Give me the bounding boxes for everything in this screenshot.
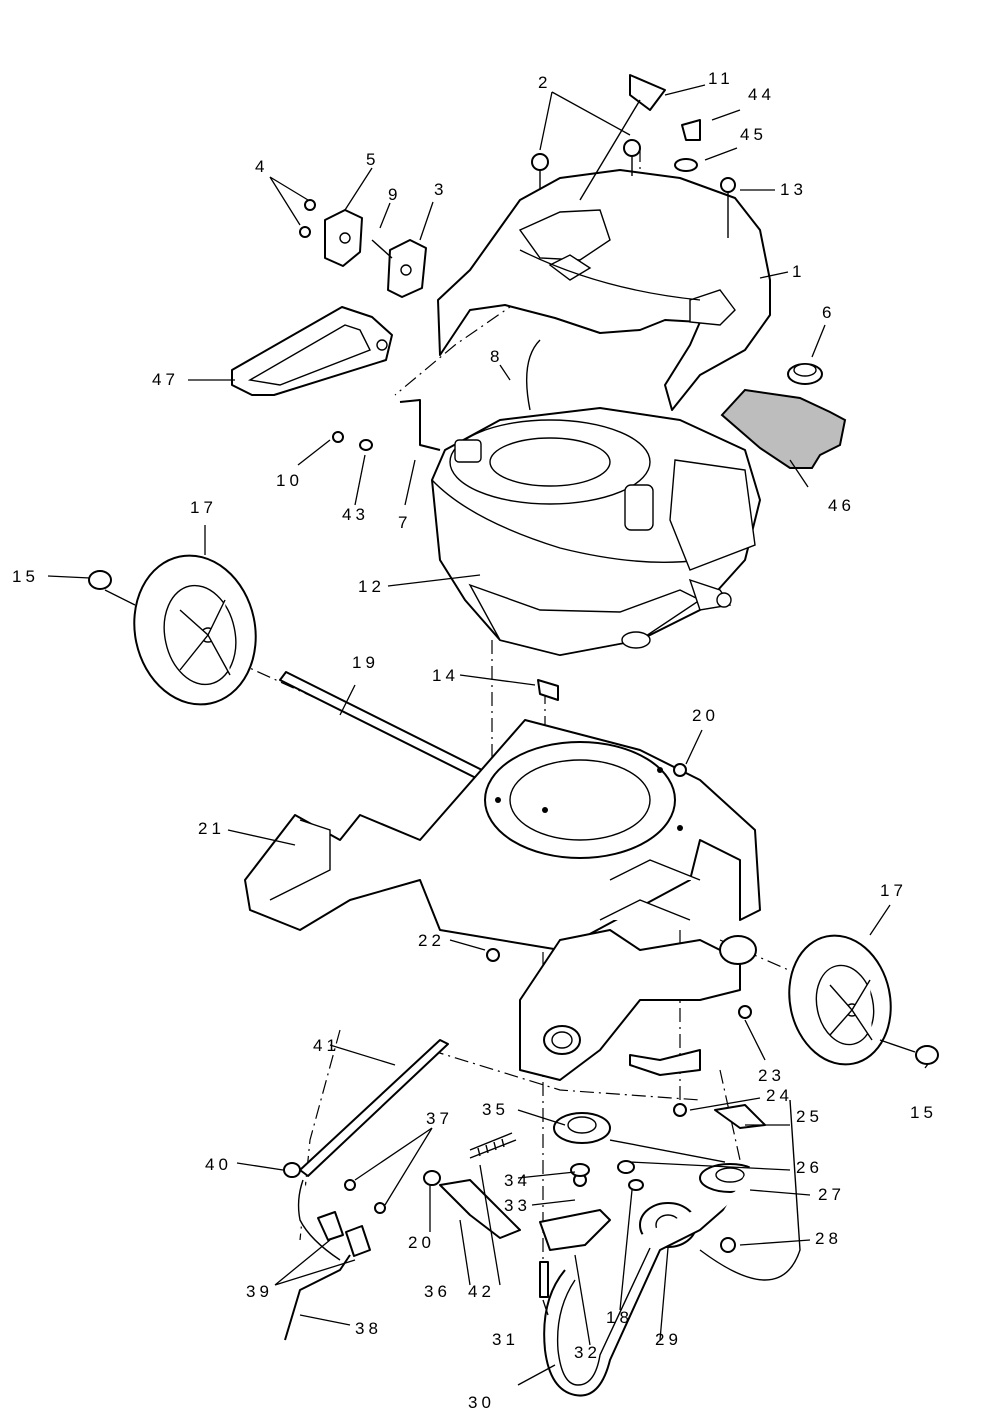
filler-cap	[787, 363, 823, 385]
callout-2: 2	[538, 73, 551, 92]
callout-41: 41	[313, 1036, 340, 1055]
callout-3: 3	[434, 180, 447, 199]
callout-6: 6	[822, 303, 835, 322]
callout-29: 29	[655, 1330, 682, 1349]
callout-47: 47	[152, 370, 179, 389]
callout-22: 22	[418, 931, 445, 950]
callout-32: 32	[574, 1343, 601, 1362]
fasteners-top	[299, 74, 736, 451]
callout-46: 46	[828, 496, 855, 515]
callout-35: 35	[482, 1100, 509, 1119]
drive-belt-assembly	[543, 1099, 801, 1397]
callout-7: 7	[398, 513, 411, 532]
callout-14: 14	[432, 666, 459, 685]
callout-31: 31	[492, 1330, 519, 1349]
callout-17b: 17	[880, 881, 907, 900]
callout-13: 13	[780, 180, 807, 199]
callout-38: 38	[355, 1319, 382, 1338]
callout-23: 23	[758, 1066, 785, 1085]
callout-43: 43	[342, 505, 369, 524]
callout-24: 24	[766, 1086, 793, 1105]
mounting-plate	[324, 209, 427, 298]
callout-39: 39	[246, 1282, 273, 1301]
callout-17a: 17	[190, 498, 217, 517]
callout-1: 1	[792, 262, 805, 281]
callout-37: 37	[426, 1109, 453, 1128]
lower-housing	[519, 899, 757, 1081]
fasteners-lower	[486, 679, 766, 1191]
callout-9: 9	[388, 185, 401, 204]
engine	[431, 407, 761, 656]
callout-27: 27	[818, 1185, 845, 1204]
callout-21: 21	[198, 819, 225, 838]
callout-5: 5	[366, 150, 379, 169]
engine-cover	[437, 169, 771, 411]
callout-15a: 15	[12, 567, 39, 586]
callout-42: 42	[468, 1282, 495, 1301]
callout-15b: 15	[910, 1103, 937, 1122]
callout-28: 28	[815, 1229, 842, 1248]
callout-11: 11	[708, 69, 734, 88]
callout-25: 25	[796, 1107, 823, 1126]
callout-8: 8	[490, 347, 503, 366]
callout-19: 19	[352, 653, 379, 672]
callout-34: 34	[504, 1171, 531, 1190]
callout-44: 44	[748, 85, 775, 104]
callout-12: 12	[358, 577, 385, 596]
deck	[244, 719, 761, 951]
callout-10: 10	[276, 471, 303, 490]
callout-18: 18	[606, 1308, 633, 1327]
callout-26: 26	[796, 1158, 823, 1177]
callout-4: 4	[255, 157, 268, 176]
callout-30: 30	[468, 1393, 495, 1412]
axle	[88, 570, 939, 1065]
bracket	[231, 306, 393, 396]
wheel-right	[788, 934, 892, 1066]
linkages	[283, 1039, 611, 1341]
air-filter-gasket	[720, 388, 847, 469]
callout-36: 36	[424, 1282, 451, 1301]
wheel-left	[133, 554, 257, 706]
callout-33: 33	[504, 1196, 531, 1215]
leader-lines	[47, 84, 929, 1386]
callout-45: 45	[740, 125, 767, 144]
callout-20a: 20	[692, 706, 719, 725]
callout-20b: 20	[408, 1233, 435, 1252]
callout-40: 40	[205, 1155, 232, 1174]
callout-labels: 1 2 3 4 5 6 7 8 9 10 11 12 13 14 15 15 1…	[12, 69, 937, 1412]
